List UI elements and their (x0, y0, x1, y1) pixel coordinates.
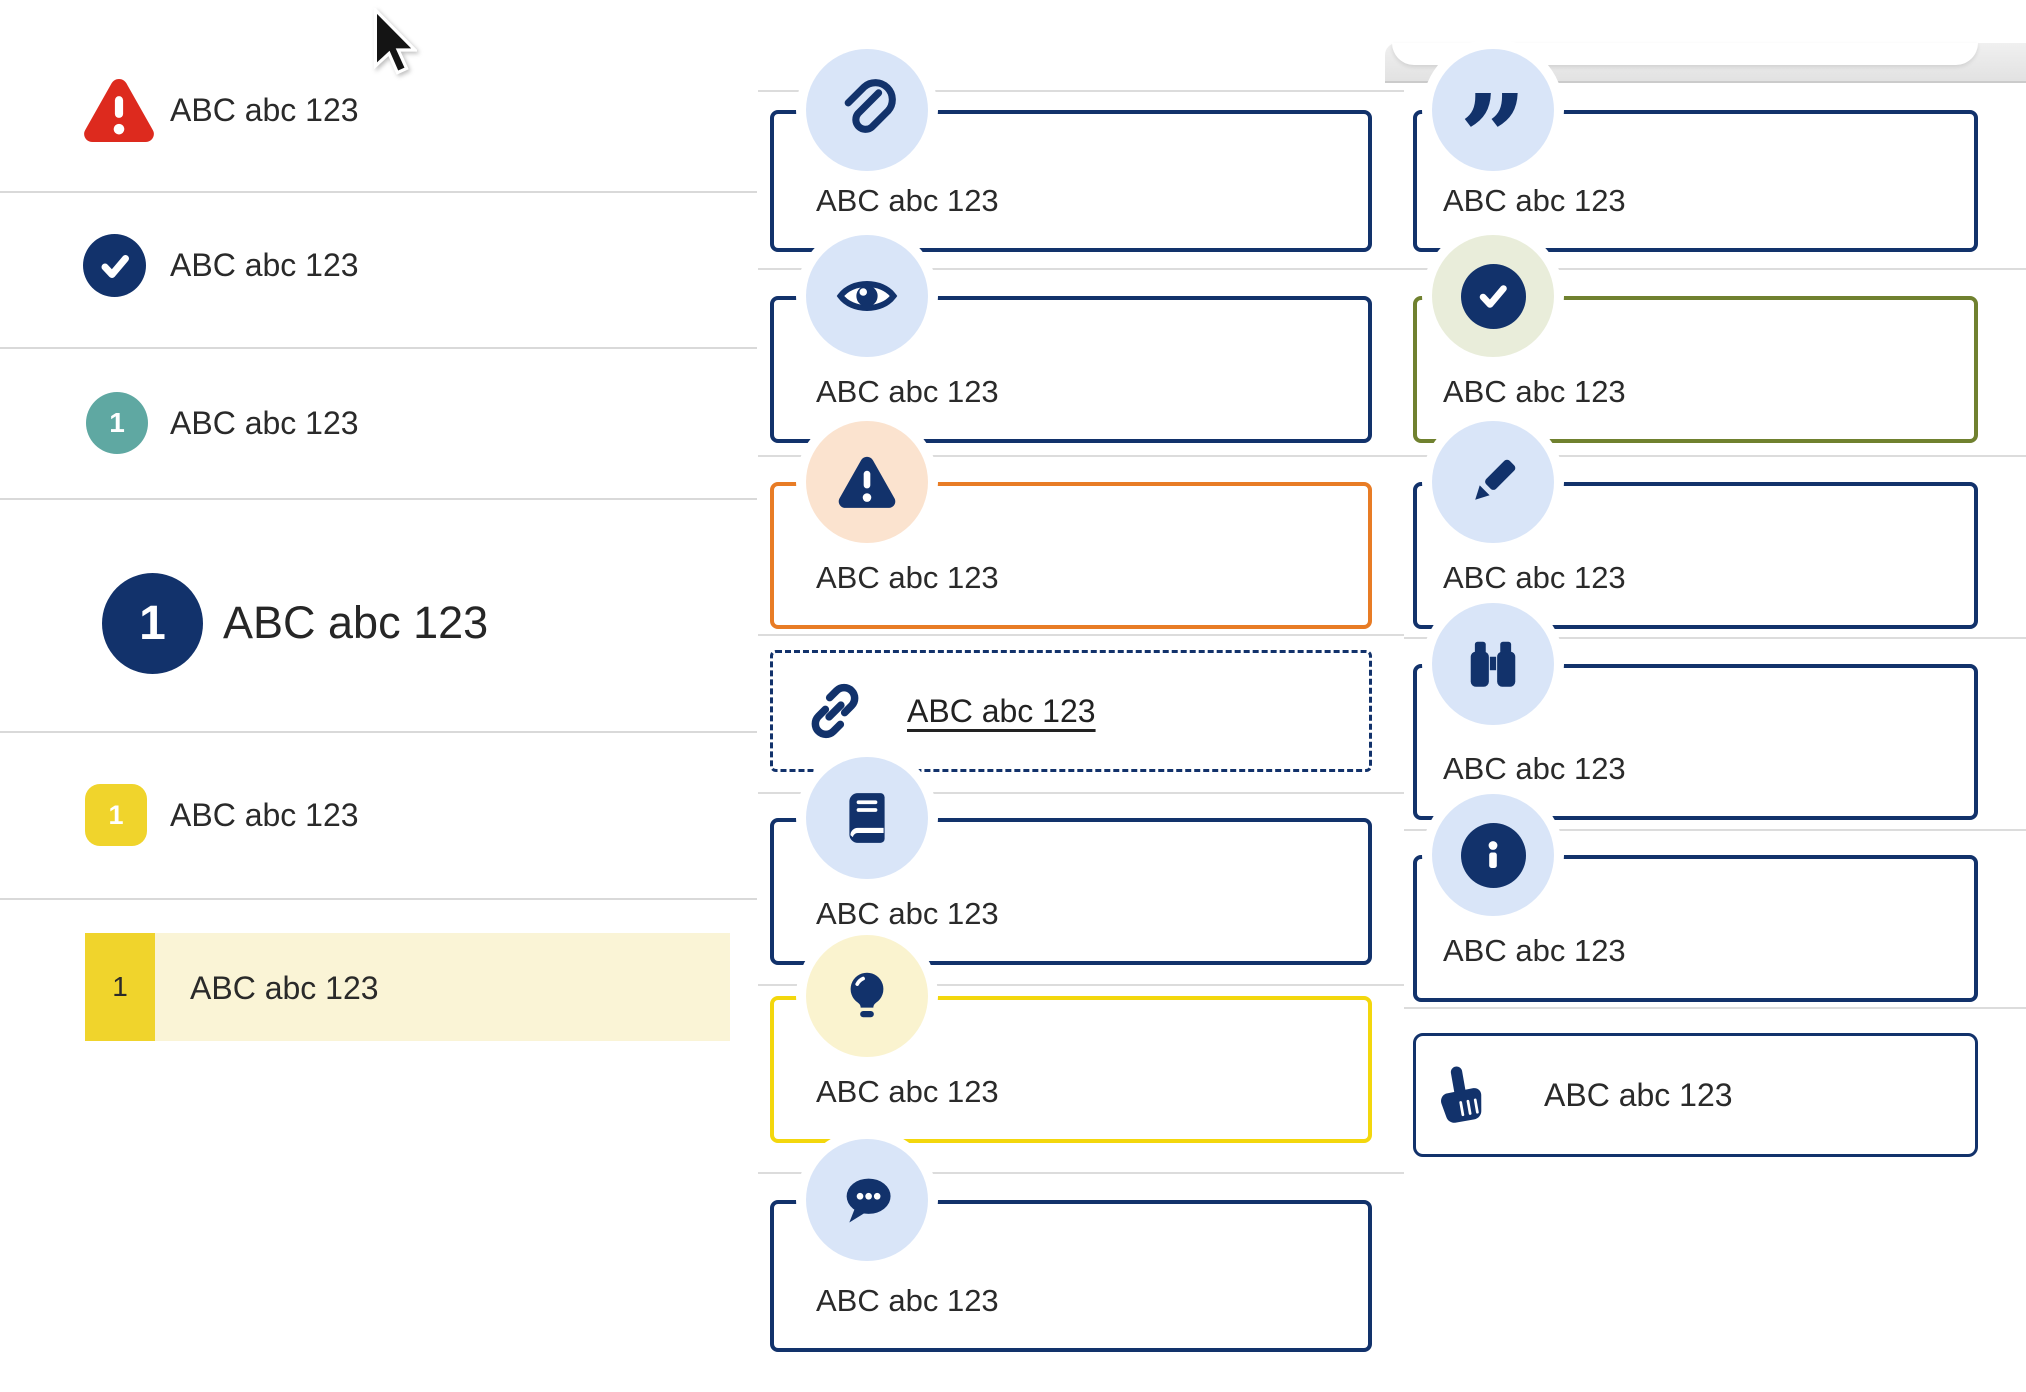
callout-label: ABC abc 123 (816, 560, 999, 595)
number-badge: 1 (85, 933, 155, 1041)
callout-action[interactable]: ABC abc 123 (1413, 1033, 1978, 1157)
mouse-cursor-icon (371, 8, 417, 80)
list-item-label: ABC abc 123 (170, 247, 359, 283)
row-separator (758, 634, 1404, 636)
alert-triangle-icon (806, 421, 928, 543)
callout-label: ABC abc 123 (816, 896, 999, 931)
number-badge: 1 (102, 573, 203, 674)
speech-bubble-icon (806, 1139, 928, 1261)
quote-icon: ” (1432, 49, 1554, 197)
callout-action-label: ABC abc 123 (1544, 1076, 1733, 1113)
callout-label: ABC abc 123 (1443, 183, 1626, 218)
callout-preview: ABC abc 123 (770, 235, 1372, 443)
callout-warning: ABC abc 123 (770, 421, 1372, 629)
pencil-icon (1432, 421, 1554, 543)
check-circle-icon (1432, 235, 1554, 357)
paperclip-icon (806, 49, 928, 171)
book-icon (806, 757, 928, 879)
binoculars-icon (1432, 603, 1554, 725)
row-separator (758, 792, 1404, 794)
number-badge: 1 (86, 392, 148, 454)
lightbulb-icon (806, 935, 928, 1057)
callout-label: ABC abc 123 (816, 1074, 999, 1109)
list-item-label: ABC abc 123 (170, 797, 359, 833)
callout-tip: ABC abc 123 (770, 935, 1372, 1143)
info-icon (1432, 794, 1554, 916)
eye-icon (806, 235, 928, 357)
list-item-step-highlighted[interactable]: 1 ABC abc 123 (85, 933, 730, 1041)
row-separator (1404, 637, 2026, 639)
list-divider (0, 898, 757, 900)
callout-explore: ABC abc 123 (1413, 603, 1978, 820)
alert-triangle-icon (82, 75, 156, 145)
number-badge: 1 (85, 784, 147, 846)
callout-label: ABC abc 123 (1443, 933, 1626, 968)
row-separator (758, 268, 1404, 270)
list-divider (0, 347, 757, 349)
list-item-label: ABC abc 123 (223, 597, 489, 648)
callout-success: ABC abc 123 (1413, 235, 1978, 443)
check-circle-icon (83, 234, 146, 297)
row-separator (758, 90, 1404, 92)
callout-link-text[interactable]: ABC abc 123 (907, 692, 1096, 729)
card-bottom-edge (1392, 43, 1978, 65)
callout-edit: ABC abc 123 (1413, 421, 1978, 629)
callout-label: ABC abc 123 (1443, 751, 1626, 786)
row-separator (758, 455, 1404, 457)
list-divider (0, 731, 757, 733)
callout-attachment: ABC abc 123 (770, 49, 1372, 252)
list-item-label: ABC abc 123 (170, 92, 359, 128)
callout-label: ABC abc 123 (816, 183, 999, 218)
row-separator (758, 1172, 1404, 1174)
callout-discussion: ABC abc 123 (770, 1139, 1372, 1352)
row-separator (1404, 1007, 2026, 1009)
callout-label: ABC abc 123 (816, 374, 999, 409)
callout-link[interactable]: ABC abc 123 (770, 650, 1372, 772)
row-separator (1404, 268, 2026, 270)
list-item-label: ABC abc 123 (190, 970, 379, 1006)
hand-pointer-icon (1432, 1061, 1496, 1129)
row-separator (758, 984, 1404, 986)
callout-label: ABC abc 123 (1443, 560, 1626, 595)
list-item-label: ABC abc 123 (170, 405, 359, 441)
callout-label: ABC abc 123 (816, 1283, 999, 1318)
list-divider (0, 498, 757, 500)
callout-quote: ” ABC abc 123 (1413, 49, 1978, 252)
list-divider (0, 191, 757, 193)
row-separator (1404, 829, 2026, 831)
row-separator (1404, 455, 2026, 457)
callout-label: ABC abc 123 (1443, 374, 1626, 409)
callout-info: ABC abc 123 (1413, 794, 1978, 1002)
link-icon (805, 681, 865, 741)
